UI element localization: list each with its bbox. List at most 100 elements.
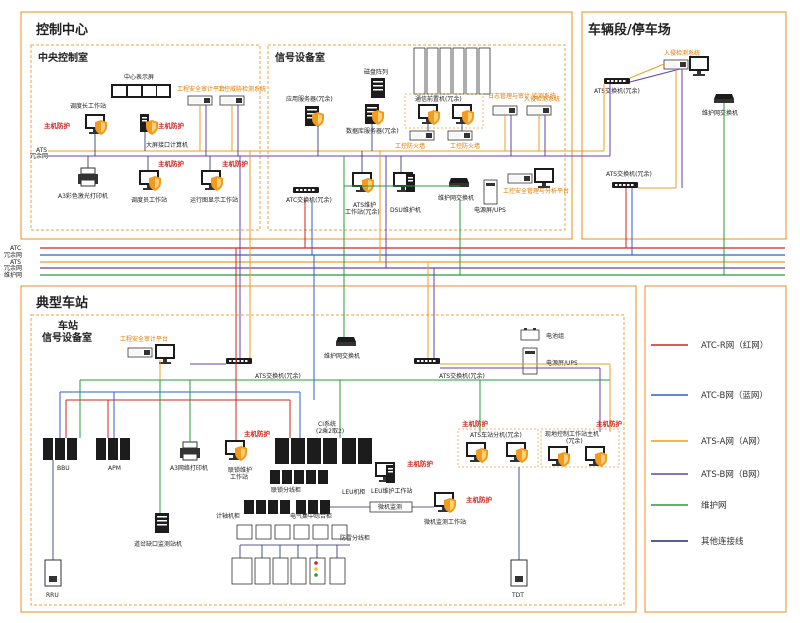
station-maint-switch [336,337,356,346]
legend-item-ats-a: ATS-A网（A网） [651,436,765,447]
big-screen-pc [140,114,158,135]
backbone-buses [40,247,785,276]
ats-station-ext [466,442,528,463]
apm [96,438,130,460]
battery [520,328,540,341]
legend-item-atc-b: ATC-B网（蓝网） [651,390,768,401]
ats-station-frame [457,428,539,468]
depot-ats-switch-top [604,78,630,84]
station-audit-device [127,344,175,364]
local-control [548,446,607,467]
tdt-label: TDT [511,592,524,599]
combined-cabinets [296,500,330,514]
ops-display-ws-label: 运行图显示工作站 [190,196,238,204]
disk-array [371,78,385,98]
big-screen-pc-label: 大屏接口计算机 [146,141,188,149]
cc-redundant-label: 冗余网 [30,152,48,160]
ats-station-label: ATS车站分机(冗余) [470,431,522,439]
station-ups [522,347,538,375]
combined-cabinet-label: 电气集中综合柜 [290,512,332,520]
svg-text:ATS-A网（A网）: ATS-A网（A网） [701,436,765,447]
firewalls [409,130,473,141]
depot-maint-switch [714,94,734,103]
station-maint-switch-label: 维护网交换机 [324,352,360,360]
signal-room-frame [267,44,566,231]
firewall-label-1: 工控防火墙 [395,142,425,150]
disk-array-label: 磁盘阵列 [364,68,388,76]
station-title: 典型车站 [36,295,88,311]
depot-frame [581,11,787,240]
atc-switch [293,187,319,193]
log-audit-devices [492,105,552,116]
comm-front [418,104,474,125]
enter-detect-label: 入侵检测系统 [524,95,560,103]
legend-item-maint: 维护网 [651,500,727,511]
control-center-frame [20,11,573,240]
atc-switch-label: ATC交换机(冗余) [286,196,332,204]
depot-title: 车辆段/停车场 [588,22,671,38]
host-detection-label: 工控威胁检测系统 [218,85,266,93]
ats-maint-ws-label-1: ATS维护 [353,201,376,209]
audit-center-label: 工控安全管理与分析平台 [503,187,569,195]
comm-front-label: 通信前置机(冗余) [415,95,462,103]
a3-printer-label: A3彩色激光打印机 [58,192,108,200]
interlock-cabinet-label: 联锁分线柜 [271,486,301,494]
lower-cabinets [236,524,348,540]
svg-text:ATC-B网（蓝网）: ATC-B网（蓝网） [701,390,768,401]
station-host-protect-2: 主机防护 [407,459,434,468]
station-maint-ws-label-1: 联锁维护 [228,466,252,474]
depot-ats-switch-top-label: ATS交换机(冗余) [594,87,640,95]
legend: ATC-R网（红网） ATC-B网（蓝网） ATS-A网（A网） ATS-B网（… [651,340,768,547]
legend-item-other: 其他连接线 [651,536,744,547]
local-control-frame [540,428,620,468]
track-monitor [155,513,169,533]
display-screen-label: 中心表示屏 [124,73,154,81]
bus-label-redundant-1: 冗余网 [4,251,22,259]
dispatcher-chief-ws [85,114,107,135]
bus-label-maintenance: 维护网 [4,271,22,279]
station-signal-room-frame [30,314,625,606]
legend-frame [644,285,787,613]
micro-ws [434,492,456,513]
bbu-label: BBU [57,465,70,472]
dispatcher-ws-label: 调度员工作站 [131,196,167,204]
depot-ats-switch-bottom-label: ATS交换机(冗余) [606,170,652,178]
leu-cabinet [342,438,372,464]
host-protect-4: 主机防护 [222,159,249,168]
host-protect-1: 主机防护 [44,121,71,130]
signal-room-title: 信号设备室 [275,51,325,64]
ci-system-label-2: (2乘2取2) [316,427,344,435]
cc-ats-label: ATS [36,147,47,154]
ci-system [275,438,337,464]
legend-item-atc-r: ATC-R网（红网） [651,340,768,351]
external-systems [413,47,491,95]
station-host-protect-5: 主机防护 [466,495,493,504]
station-host-protect-1: 主机防护 [244,429,271,438]
bus-label-redundant-2: 冗余网 [4,264,22,272]
station-maint-ws [225,440,247,461]
rru [44,559,62,587]
audit-devices [187,95,245,106]
battery-label: 电池组 [546,332,564,340]
control-center-title: 控制中心 [36,22,88,38]
audit-center-device [507,168,554,188]
ups-cc-label: 电源屏/UPS [474,206,506,214]
firewall-label-2: 工控防火墙 [450,142,480,150]
audit-platform-label: 工程安全审计平台 [177,85,225,93]
maint-switch-cc-label: 维护网交换机 [438,194,474,202]
counter-cabinet-label: 计轴机柜 [216,512,240,520]
ops-display-ws [201,170,223,191]
depot-intrusion-label: 入侵检测系统 [664,49,700,57]
bottom-boxes [231,557,346,585]
display-screen [111,84,171,98]
station-printer [179,441,201,461]
leu-cabinet-label: LEU机柜 [342,488,366,496]
svg-text:其他连接线: 其他连接线 [701,536,744,547]
station-ats-switch-left [226,358,252,364]
station-frame [20,285,637,613]
svg-text:ATS-B网（B网）: ATS-B网（B网） [701,469,765,480]
depot-maint-switch-label: 维护网交换机 [702,109,738,117]
apm-label: APM [108,465,121,472]
ats-maint-ws-label-2: 工作站(冗余) [345,208,380,216]
